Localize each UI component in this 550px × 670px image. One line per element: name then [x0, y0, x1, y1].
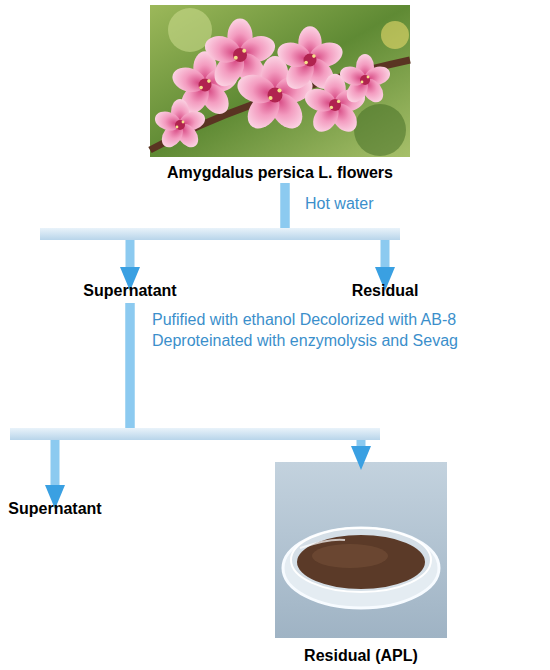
- result-box: Residual: [330, 281, 440, 303]
- node-label: Supernatant: [0, 499, 110, 519]
- split-bar: [40, 228, 400, 240]
- result-box: Supernatant: [0, 499, 110, 521]
- step-label: Pufified with ethanol Decolorized with A…: [152, 309, 542, 351]
- photo-node: Residual (APL): [271, 460, 451, 666]
- photo-caption: Residual (APL): [271, 646, 451, 666]
- photo-caption: Amygdalus persica L. flowers: [150, 163, 410, 183]
- flow-arrow: [130, 183, 285, 279]
- step-label: Hot water: [305, 193, 505, 214]
- node-label: Supernatant: [75, 281, 185, 301]
- split-bar: [10, 428, 380, 440]
- flow-arrow: [55, 303, 130, 497]
- photo-node: Amygdalus persica L. flowers: [150, 5, 410, 183]
- result-box: Supernatant: [75, 281, 185, 303]
- node-label: Residual: [330, 281, 440, 301]
- flower-photo: [150, 5, 410, 157]
- dish-photo: [275, 462, 447, 638]
